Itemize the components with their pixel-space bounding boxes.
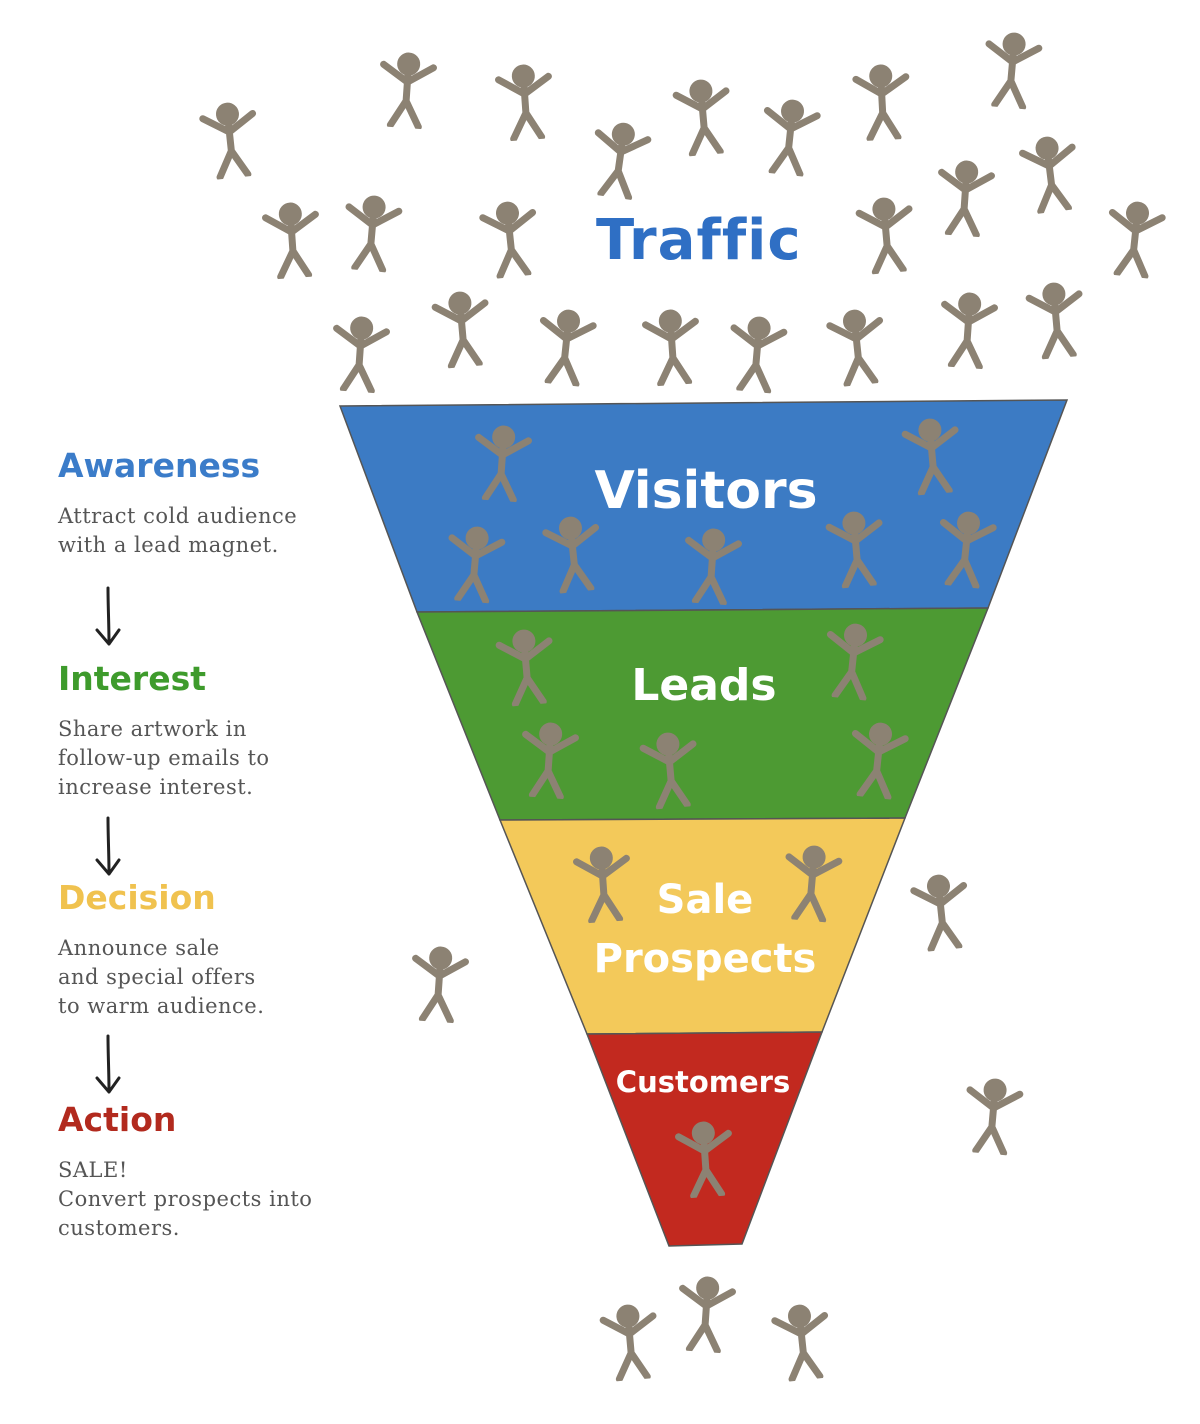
stage-heading-action: Action [58, 1100, 177, 1139]
band-prospects [498, 817, 907, 1035]
person-figure-icon [940, 291, 995, 367]
stage-desc-interest: Share artwork in follow-up emails to inc… [58, 715, 358, 802]
person-figure-icon [344, 194, 400, 271]
desc-line: to warm audience. [58, 994, 265, 1018]
person-figure-icon [645, 308, 700, 384]
person-figure-icon [912, 873, 969, 951]
person-figure-icon [828, 308, 885, 386]
person-figure-icon [1028, 281, 1084, 358]
band-label-sale: Sale [657, 877, 754, 923]
person-figure-icon [537, 308, 594, 386]
desc-line: with a lead magnet. [58, 533, 279, 557]
person-figure-icon [332, 315, 387, 391]
arrow-down-icon [95, 1034, 121, 1094]
person-figure-icon [411, 945, 466, 1021]
person-figure-icon [937, 159, 992, 235]
stage-desc-action: SALE! Convert prospects into customers. [58, 1156, 358, 1243]
person-figure-icon [729, 315, 785, 392]
desc-line: increase interest. [58, 775, 254, 799]
stage-desc-decision: Announce sale and special offers to warm… [58, 934, 358, 1021]
stage-desc-awareness: Attract cold audience with a lead magnet… [58, 502, 358, 560]
desc-line: and special offers [58, 965, 256, 989]
band-label-leads: Leads [631, 660, 776, 711]
desc-line: Attract cold audience [58, 504, 298, 528]
person-figure-icon [498, 63, 553, 139]
desc-line: SALE! [58, 1158, 128, 1182]
person-figure-icon [761, 98, 818, 176]
person-figure-icon [965, 1077, 1021, 1154]
desc-line: Announce sale [58, 936, 220, 960]
band-label-visitors: Visitors [594, 461, 817, 521]
person-figure-icon [201, 101, 258, 179]
stage-heading-interest: Interest [58, 659, 207, 698]
person-figure-icon [602, 1303, 658, 1380]
person-figure-icon [1106, 200, 1163, 278]
arrow-down-icon [95, 816, 121, 876]
person-figure-icon [379, 51, 434, 127]
band-label-prospects: Prospects [594, 936, 817, 982]
person-figure-icon [855, 64, 909, 140]
stage-heading-awareness: Awareness [58, 446, 261, 485]
desc-line: follow-up emails to [58, 746, 270, 770]
person-figure-icon [590, 120, 650, 199]
person-figure-icon [481, 200, 538, 278]
person-figure-icon [434, 290, 490, 367]
band-leads [415, 607, 990, 821]
person-figure-icon [773, 1303, 830, 1381]
person-figure-icon [984, 31, 1040, 108]
desc-line: customers. [58, 1216, 180, 1240]
person-figure-icon [678, 1275, 733, 1351]
arrow-down-icon [95, 586, 121, 646]
desc-line: Share artwork in [58, 717, 247, 741]
person-figure-icon [858, 196, 914, 273]
desc-line: Convert prospects into [58, 1187, 313, 1211]
person-figure-icon [1021, 134, 1080, 213]
traffic-title: Traffic [596, 208, 802, 273]
person-figure-icon [675, 78, 731, 155]
band-label-customers: Customers [616, 1065, 790, 1099]
person-figure-icon [265, 201, 320, 277]
stage-heading-decision: Decision [58, 878, 216, 917]
